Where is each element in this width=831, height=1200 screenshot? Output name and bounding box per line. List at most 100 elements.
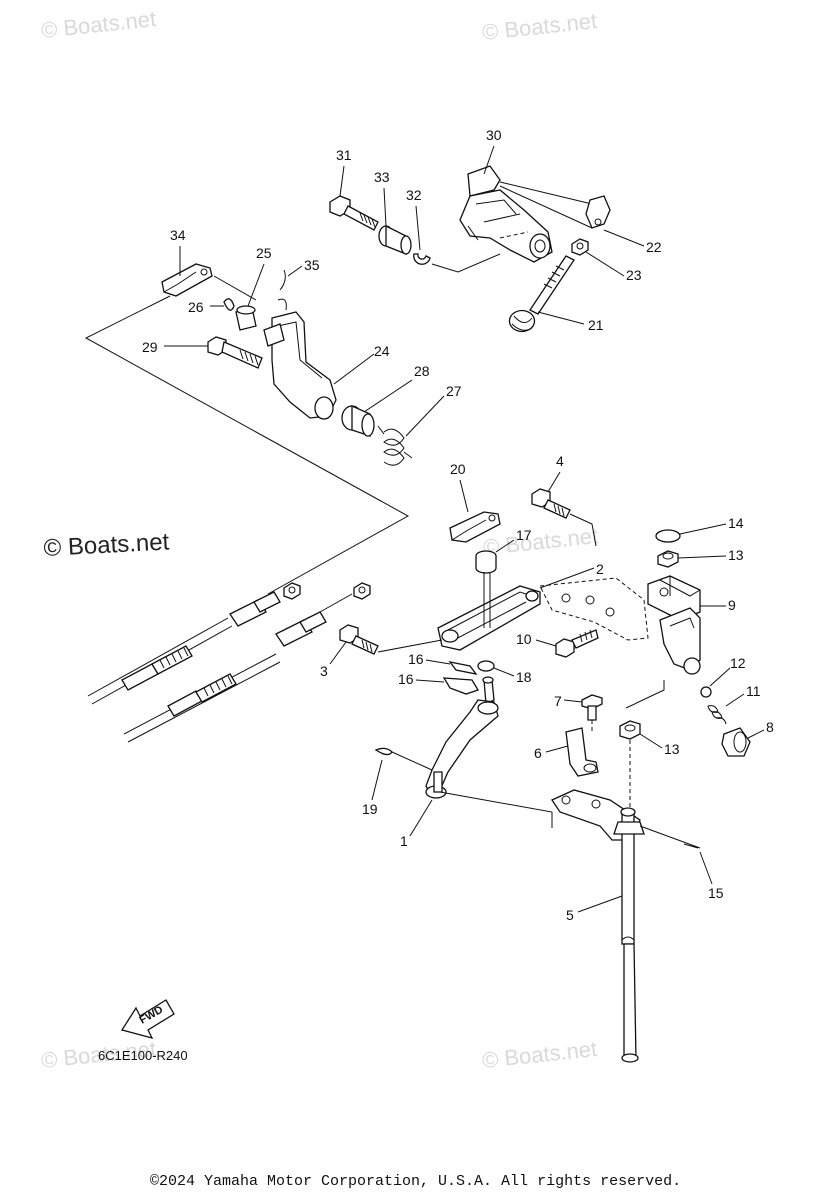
- guide-line-17: [483, 572, 491, 628]
- watermark-mid-center: © Boats.net: [482, 523, 599, 560]
- callout-13-lower: 13: [664, 741, 680, 757]
- leader-27: [405, 395, 445, 437]
- shift-rod-5: [613, 807, 645, 1063]
- leader-17: [495, 539, 515, 553]
- callout-1: 1: [400, 833, 408, 849]
- ball-12: [700, 686, 712, 698]
- rod-21: [508, 255, 575, 333]
- callout-31: 31: [336, 147, 352, 163]
- arm-pin: [482, 676, 495, 706]
- lever-24: [263, 311, 337, 420]
- bolt-3: [339, 624, 379, 655]
- callout-29: 29: [142, 339, 158, 355]
- watermark-top-left: © Boats.net: [40, 6, 157, 43]
- leader-32: [415, 205, 421, 251]
- leader-2: [539, 567, 595, 589]
- callout-28: 28: [414, 363, 430, 379]
- leader-16-lower: [415, 679, 445, 683]
- collar-25: [235, 305, 257, 331]
- pin-15: [639, 825, 701, 849]
- callout-23: 23: [626, 267, 642, 283]
- leader-28: [363, 379, 413, 413]
- clip-35: [277, 269, 287, 311]
- bracket-9: [647, 575, 701, 675]
- clip-16-lower: [442, 677, 479, 695]
- spring-27: [377, 425, 413, 466]
- callout-18: 18: [516, 669, 532, 685]
- leader-15: [699, 851, 713, 885]
- leader-22: [603, 229, 645, 247]
- leader-5: [577, 895, 623, 913]
- shift-plate: [539, 577, 649, 641]
- guide-line-9: [625, 680, 665, 709]
- guide-line-3: [377, 639, 443, 653]
- callout-34: 34: [170, 227, 186, 243]
- spring-11: [707, 705, 727, 725]
- leader-14: [679, 523, 727, 535]
- callout-14: 14: [728, 515, 744, 531]
- leader-25: [247, 263, 265, 307]
- callout-13-upper: 13: [728, 547, 744, 563]
- leader-23: [585, 251, 625, 277]
- connector-32-30: [431, 253, 501, 273]
- collar-28: [341, 404, 375, 437]
- callout-33: 33: [374, 169, 390, 185]
- bolt-10: [555, 629, 599, 658]
- callout-20: 20: [450, 461, 466, 477]
- leader-4: [547, 471, 561, 493]
- leader-11: [725, 693, 745, 707]
- leader-12: [709, 667, 731, 687]
- callout-4: 4: [556, 453, 564, 469]
- leader-16-upper: [425, 659, 451, 665]
- leader-1: [409, 799, 433, 837]
- joint-34: [161, 263, 213, 297]
- clip-16-upper: [448, 661, 478, 675]
- callout-6: 6: [534, 745, 542, 761]
- pin-26: [223, 298, 235, 311]
- callout-22: 22: [646, 239, 662, 255]
- leader-7: [563, 699, 583, 703]
- slider-2: [437, 585, 541, 651]
- callout-16-upper: 16: [408, 651, 424, 667]
- detent-6: [565, 727, 599, 777]
- watermark-mid-left: © Boats.net: [43, 528, 170, 562]
- callout-26: 26: [188, 299, 204, 315]
- callout-7: 7: [554, 693, 562, 709]
- nut-13-lower: [619, 720, 641, 740]
- callout-30: 30: [486, 127, 502, 143]
- leader-6: [545, 745, 569, 753]
- diagram-code: 6C1E100-R240: [98, 1048, 188, 1063]
- leader-18: [493, 667, 515, 677]
- clip-32: [413, 253, 431, 265]
- leader-8: [747, 729, 765, 739]
- washer-14: [655, 529, 681, 543]
- plunger-8: [721, 727, 751, 757]
- collar-17: [475, 550, 497, 574]
- copyright-notice: ©2024 Yamaha Motor Corporation, U.S.A. A…: [150, 1173, 682, 1190]
- fwd-arrow-icon: FWD: [120, 999, 175, 1039]
- leader-24: [333, 353, 375, 385]
- leader-10: [535, 639, 557, 647]
- bolt-7: [581, 694, 603, 721]
- leader-31: [339, 165, 345, 197]
- leader-30: [483, 145, 495, 175]
- cable-upper: [87, 582, 301, 705]
- callout-5: 5: [566, 907, 574, 923]
- callout-35: 35: [304, 257, 320, 273]
- bolt-31: [329, 195, 379, 231]
- washer-18: [477, 660, 495, 672]
- bolt-29: [207, 336, 263, 369]
- callout-24: 24: [374, 343, 390, 359]
- nut-23: [571, 238, 589, 256]
- lever-22: [585, 195, 611, 229]
- leader-35: [287, 265, 303, 277]
- callout-32: 32: [406, 187, 422, 203]
- clip-19: [374, 747, 393, 756]
- guide-line-34: [84, 295, 410, 595]
- bolt-4: [531, 488, 571, 519]
- cable-lower: [123, 582, 371, 743]
- callout-17: 17: [516, 527, 532, 543]
- leader-13-lower: [639, 733, 663, 749]
- leader-19: [371, 759, 383, 801]
- leader-33: [383, 187, 387, 227]
